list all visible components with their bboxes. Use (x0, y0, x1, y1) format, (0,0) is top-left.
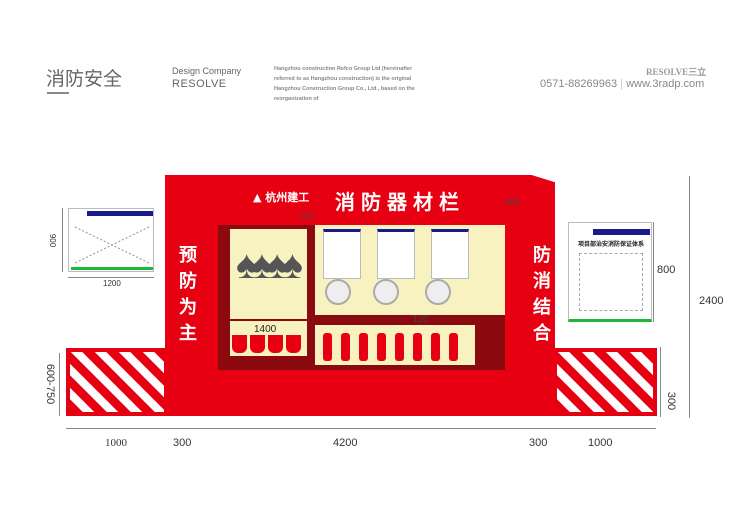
left-barrier (66, 348, 168, 416)
phone: 0571-88269963 (540, 78, 618, 90)
company-logo: ▲ 杭州建工 (253, 191, 310, 204)
brand-logo: RESOLVE三立 (646, 67, 707, 77)
cabinet-title: 消防器材栏 (335, 190, 465, 214)
dim-barrier-right-height: 300 (665, 391, 678, 411)
dim-bottom-2: 4200 (333, 437, 358, 449)
dim-bottom-0: 1000 (105, 437, 127, 449)
dim-left-poster-height: 900 (48, 233, 58, 248)
right-poster: 项目部治安消防保证体系 (568, 222, 652, 322)
shovel-panel: ♠♠♠♠ (230, 229, 307, 319)
company-description: Hangzhou construction Refco Group Ltd (h… (274, 66, 415, 102)
dim-bottom-3: 300 (529, 437, 548, 449)
dim-mid-gap: 120 (413, 314, 429, 324)
dim-left-poster-width: 1200 (103, 279, 121, 288)
title-underline (47, 92, 69, 94)
page-title: 消防安全 (46, 69, 123, 90)
left-slogan: 预防为主 (176, 245, 197, 349)
website[interactable]: www.3radp.com (626, 78, 705, 90)
dim-bottom-4: 1000 (588, 437, 613, 449)
left-poster (68, 208, 154, 272)
bucket-shelf (230, 321, 307, 356)
dim-right-poster-height: 800 (657, 264, 676, 276)
dim-top-gap: 120 (299, 211, 315, 221)
dim-shovel-width: 1400 (254, 324, 277, 335)
extinguisher-shelf (315, 325, 475, 365)
company-name: RESOLVE (172, 78, 227, 90)
dim-barrier-height: 600-750 (44, 363, 57, 405)
right-slogan: 防消结合 (530, 245, 551, 349)
dim-bottom-1: 300 (173, 437, 192, 449)
cabinet-interior: ♠♠♠♠ (218, 225, 505, 370)
right-poster-title: 项目部治安消防保证体系 (577, 241, 644, 248)
fire-cabinet: ▲ 杭州建工 消防器材栏 预防为主 防消结合 ♠♠♠♠ (165, 175, 555, 416)
right-barrier (553, 348, 657, 416)
poster-hose-panel (315, 225, 505, 315)
dim-header-height: 400 (505, 197, 521, 207)
company-label: Design Company (172, 66, 242, 76)
dim-total-height: 2400 (699, 295, 724, 307)
